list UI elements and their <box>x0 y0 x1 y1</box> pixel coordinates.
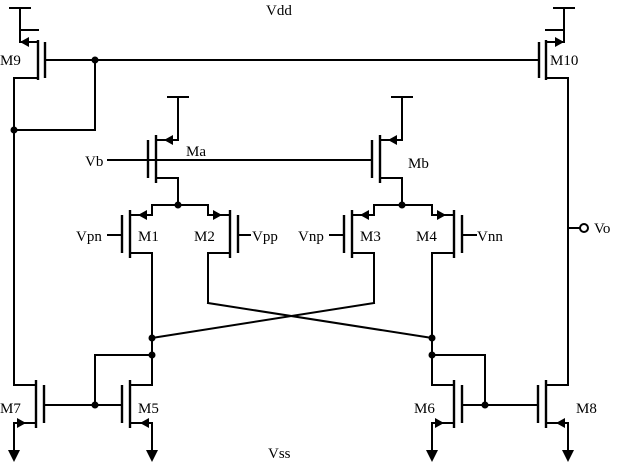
output-terminal <box>579 223 589 233</box>
transistor-m6 <box>426 351 486 462</box>
m4-label: M4 <box>416 229 437 245</box>
transistor-m2 <box>207 204 251 304</box>
vpn-label: Vpn <box>76 229 102 245</box>
m1-label: M1 <box>138 229 159 245</box>
vss-label: Vss <box>268 446 291 462</box>
vb-label: Vb <box>85 154 103 170</box>
m3-label: M3 <box>360 229 381 245</box>
transistor-m7 <box>8 380 46 462</box>
m5-label: M5 <box>138 401 159 417</box>
m8-label: M8 <box>576 401 597 417</box>
m2-label: M2 <box>194 229 215 245</box>
vnn-label: Vnn <box>477 229 503 245</box>
transistor-mb <box>370 96 413 206</box>
m7-label: M7 <box>0 401 21 417</box>
m9-label: M9 <box>0 53 21 69</box>
vo-label: Vo <box>594 221 610 237</box>
transistor-m8 <box>536 380 574 462</box>
transistor-m3 <box>329 204 433 304</box>
m10-label: M10 <box>550 53 578 69</box>
vdd-terminals <box>9 7 575 31</box>
bias-gate-line <box>10 56 540 134</box>
transistor-ma <box>146 96 189 206</box>
transistor-m5 <box>94 351 158 462</box>
mb-label: Mb <box>408 156 429 172</box>
transistor-m9 <box>13 29 47 131</box>
vpp-label: Vpp <box>252 229 278 245</box>
m6-label: M6 <box>414 401 435 417</box>
vnp-label: Vnp <box>298 229 324 245</box>
ma-label: Ma <box>186 144 206 160</box>
cross-connections <box>148 301 436 342</box>
transistor-m4 <box>431 204 477 356</box>
vdd-label: Vdd <box>266 3 292 19</box>
